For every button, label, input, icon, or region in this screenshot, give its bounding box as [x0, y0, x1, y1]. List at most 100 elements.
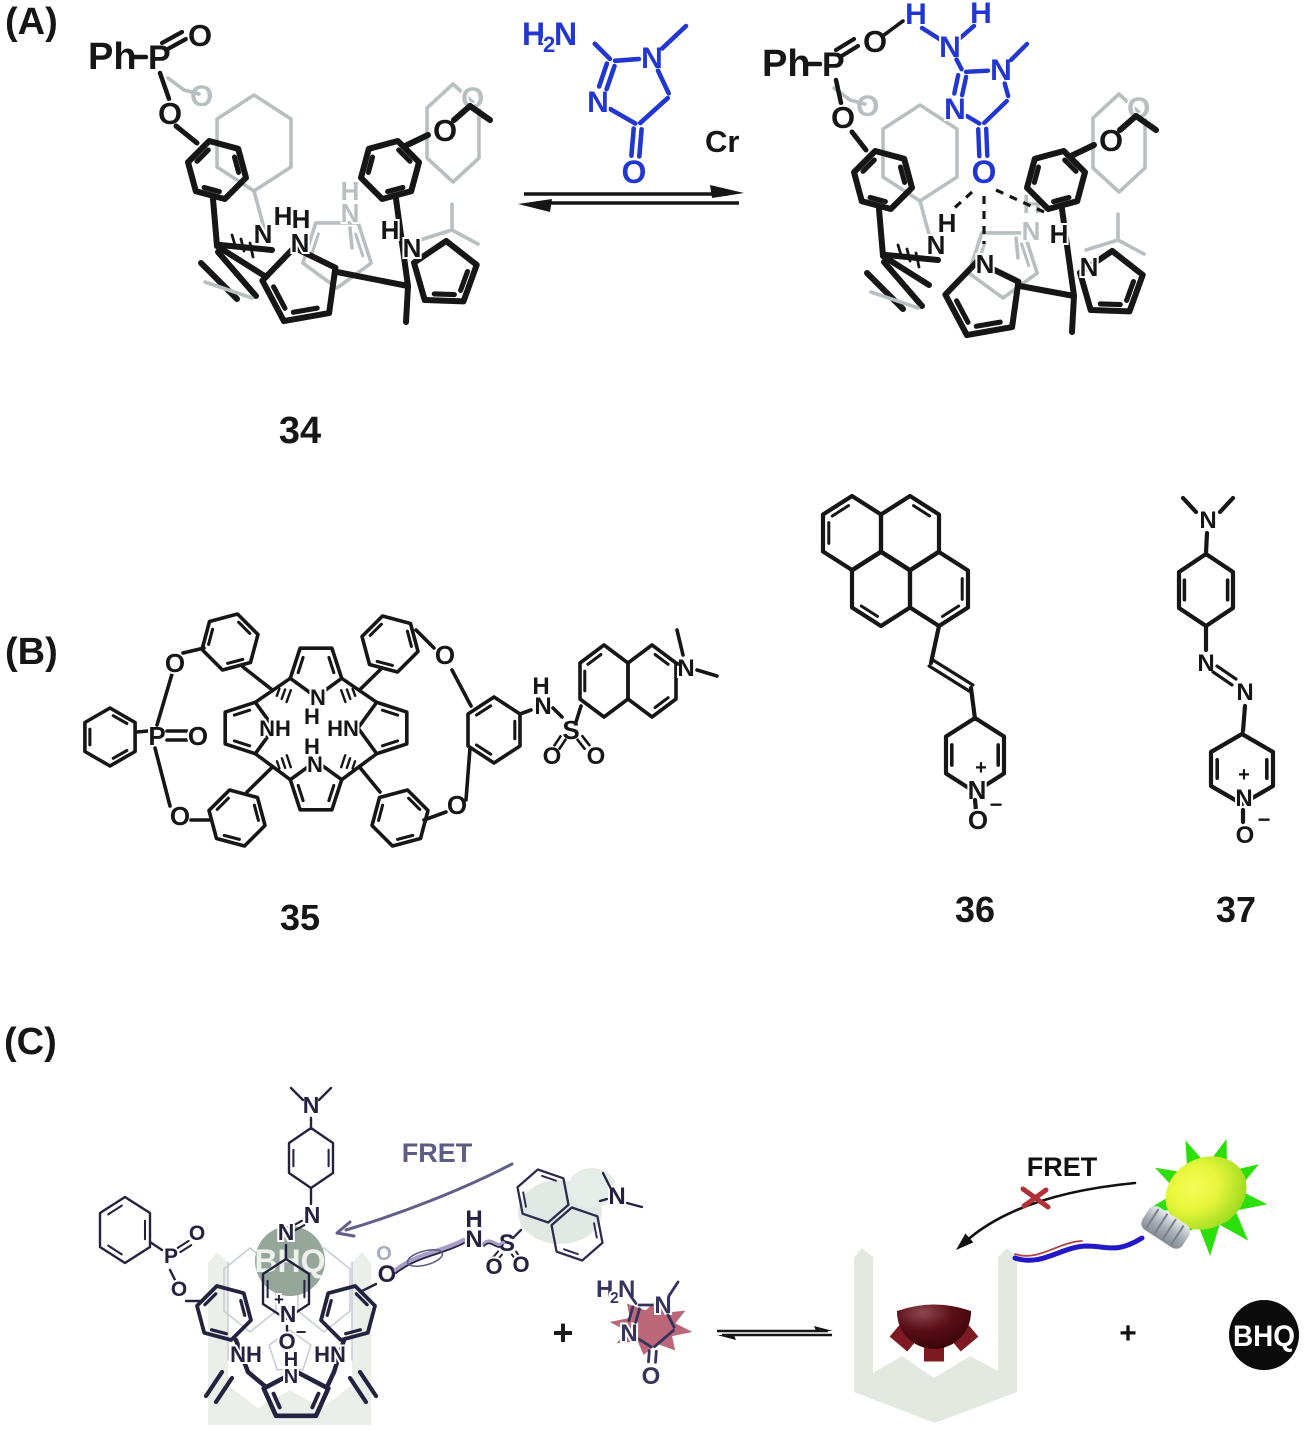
svg-text:H: H — [292, 204, 311, 234]
svg-text:Ph: Ph — [762, 43, 811, 85]
svg-text:N: N — [465, 1226, 482, 1253]
svg-text:Cr: Cr — [705, 124, 739, 159]
svg-text:H: H — [465, 1206, 482, 1233]
svg-text:O: O — [189, 1222, 205, 1245]
svg-text:H: H — [284, 1349, 298, 1371]
svg-text:+: + — [274, 1290, 284, 1309]
svg-text:O: O — [378, 1261, 397, 1288]
svg-text:HN: HN — [327, 716, 359, 741]
svg-text:O: O — [171, 1278, 187, 1301]
svg-text:N: N — [641, 42, 663, 75]
svg-text:N: N — [534, 693, 551, 720]
svg-text:36: 36 — [955, 889, 995, 930]
svg-text:N: N — [310, 685, 326, 710]
svg-text:(B): (B) — [5, 631, 58, 673]
svg-text:O: O — [190, 80, 213, 113]
svg-text:O: O — [485, 1254, 502, 1279]
svg-text:O: O — [972, 154, 997, 190]
svg-text:O: O — [278, 1329, 295, 1354]
svg-text:FRET: FRET — [1027, 1152, 1098, 1182]
svg-text:−: − — [1258, 807, 1271, 832]
svg-text:N: N — [291, 228, 310, 258]
svg-text:P: P — [822, 46, 845, 84]
svg-text:N: N — [1197, 650, 1214, 677]
svg-text:H: H — [341, 176, 360, 206]
svg-text:N: N — [303, 1092, 320, 1118]
svg-text:H: H — [304, 704, 320, 729]
svg-text:N: N — [403, 233, 422, 263]
svg-text:N: N — [304, 1202, 321, 1228]
svg-text:HN: HN — [314, 1342, 346, 1367]
svg-text:2: 2 — [543, 32, 555, 57]
svg-text:N: N — [620, 1320, 637, 1347]
svg-text:FRET: FRET — [402, 1138, 473, 1168]
svg-text:N: N — [927, 230, 946, 260]
svg-text:N: N — [677, 655, 694, 682]
svg-text:O: O — [622, 154, 647, 190]
svg-text:+: + — [1119, 1317, 1137, 1350]
svg-text:N: N — [254, 219, 273, 249]
svg-text:+: + — [975, 757, 987, 779]
svg-text:N: N — [307, 752, 323, 777]
svg-text:N: N — [944, 93, 966, 126]
svg-text:N: N — [278, 1219, 295, 1245]
svg-text:37: 37 — [1216, 889, 1256, 930]
svg-text:Ph: Ph — [88, 36, 137, 78]
svg-text:O: O — [543, 743, 562, 770]
svg-text:N: N — [280, 1301, 297, 1327]
svg-text:N: N — [1022, 216, 1041, 246]
svg-text:O: O — [433, 113, 457, 148]
svg-text:N: N — [976, 249, 995, 279]
svg-text:N: N — [608, 1183, 625, 1210]
svg-text:O: O — [587, 743, 606, 770]
svg-text:S: S — [499, 1230, 515, 1257]
svg-text:N: N — [1080, 252, 1099, 282]
svg-text:−: − — [990, 792, 1003, 817]
svg-text:N: N — [939, 31, 961, 64]
svg-text:N: N — [554, 16, 577, 52]
svg-text:O: O — [188, 18, 212, 53]
svg-text:H: H — [596, 1276, 613, 1303]
svg-text:N: N — [1235, 785, 1252, 812]
svg-text:O: O — [968, 805, 988, 835]
svg-text:O: O — [376, 1243, 392, 1265]
svg-text:−: − — [296, 1322, 307, 1342]
svg-text:O: O — [831, 100, 855, 135]
svg-text:O: O — [863, 24, 887, 59]
svg-text:O: O — [856, 90, 879, 123]
svg-text:NH: NH — [259, 716, 291, 741]
svg-text:+: + — [1238, 764, 1250, 786]
svg-text:N: N — [968, 775, 987, 805]
svg-text:2: 2 — [610, 1290, 619, 1307]
svg-text:H: H — [532, 673, 549, 700]
svg-text:O: O — [642, 1363, 661, 1390]
svg-text:N: N — [1236, 679, 1253, 706]
svg-text:P: P — [148, 721, 165, 751]
svg-text:35: 35 — [280, 897, 320, 938]
svg-text:N: N — [341, 198, 360, 228]
svg-text:N: N — [990, 54, 1012, 87]
svg-text:H: H — [304, 734, 320, 759]
svg-text:(C): (C) — [4, 1021, 57, 1063]
svg-text:H: H — [938, 208, 957, 238]
svg-text:H: H — [274, 201, 293, 231]
svg-text:P: P — [164, 1245, 178, 1268]
svg-text:H: H — [522, 16, 545, 52]
svg-text:+: + — [552, 1312, 573, 1353]
svg-text:O: O — [447, 790, 467, 820]
svg-text:NH: NH — [230, 1342, 262, 1367]
svg-text:O: O — [512, 1252, 529, 1277]
svg-text:(A): (A) — [5, 1, 58, 43]
svg-text:N: N — [1199, 507, 1216, 534]
svg-text:BHQ: BHQ — [1233, 1320, 1295, 1353]
svg-text:O: O — [188, 721, 208, 751]
svg-text:H: H — [381, 215, 400, 245]
svg-text:O: O — [165, 648, 185, 678]
svg-text:O: O — [1236, 822, 1255, 849]
svg-text:34: 34 — [279, 410, 321, 452]
svg-text:N: N — [284, 1366, 298, 1388]
svg-text:N: N — [654, 1292, 671, 1319]
svg-text:O: O — [435, 640, 455, 670]
svg-text:O: O — [170, 801, 190, 831]
svg-text:H: H — [905, 0, 927, 31]
